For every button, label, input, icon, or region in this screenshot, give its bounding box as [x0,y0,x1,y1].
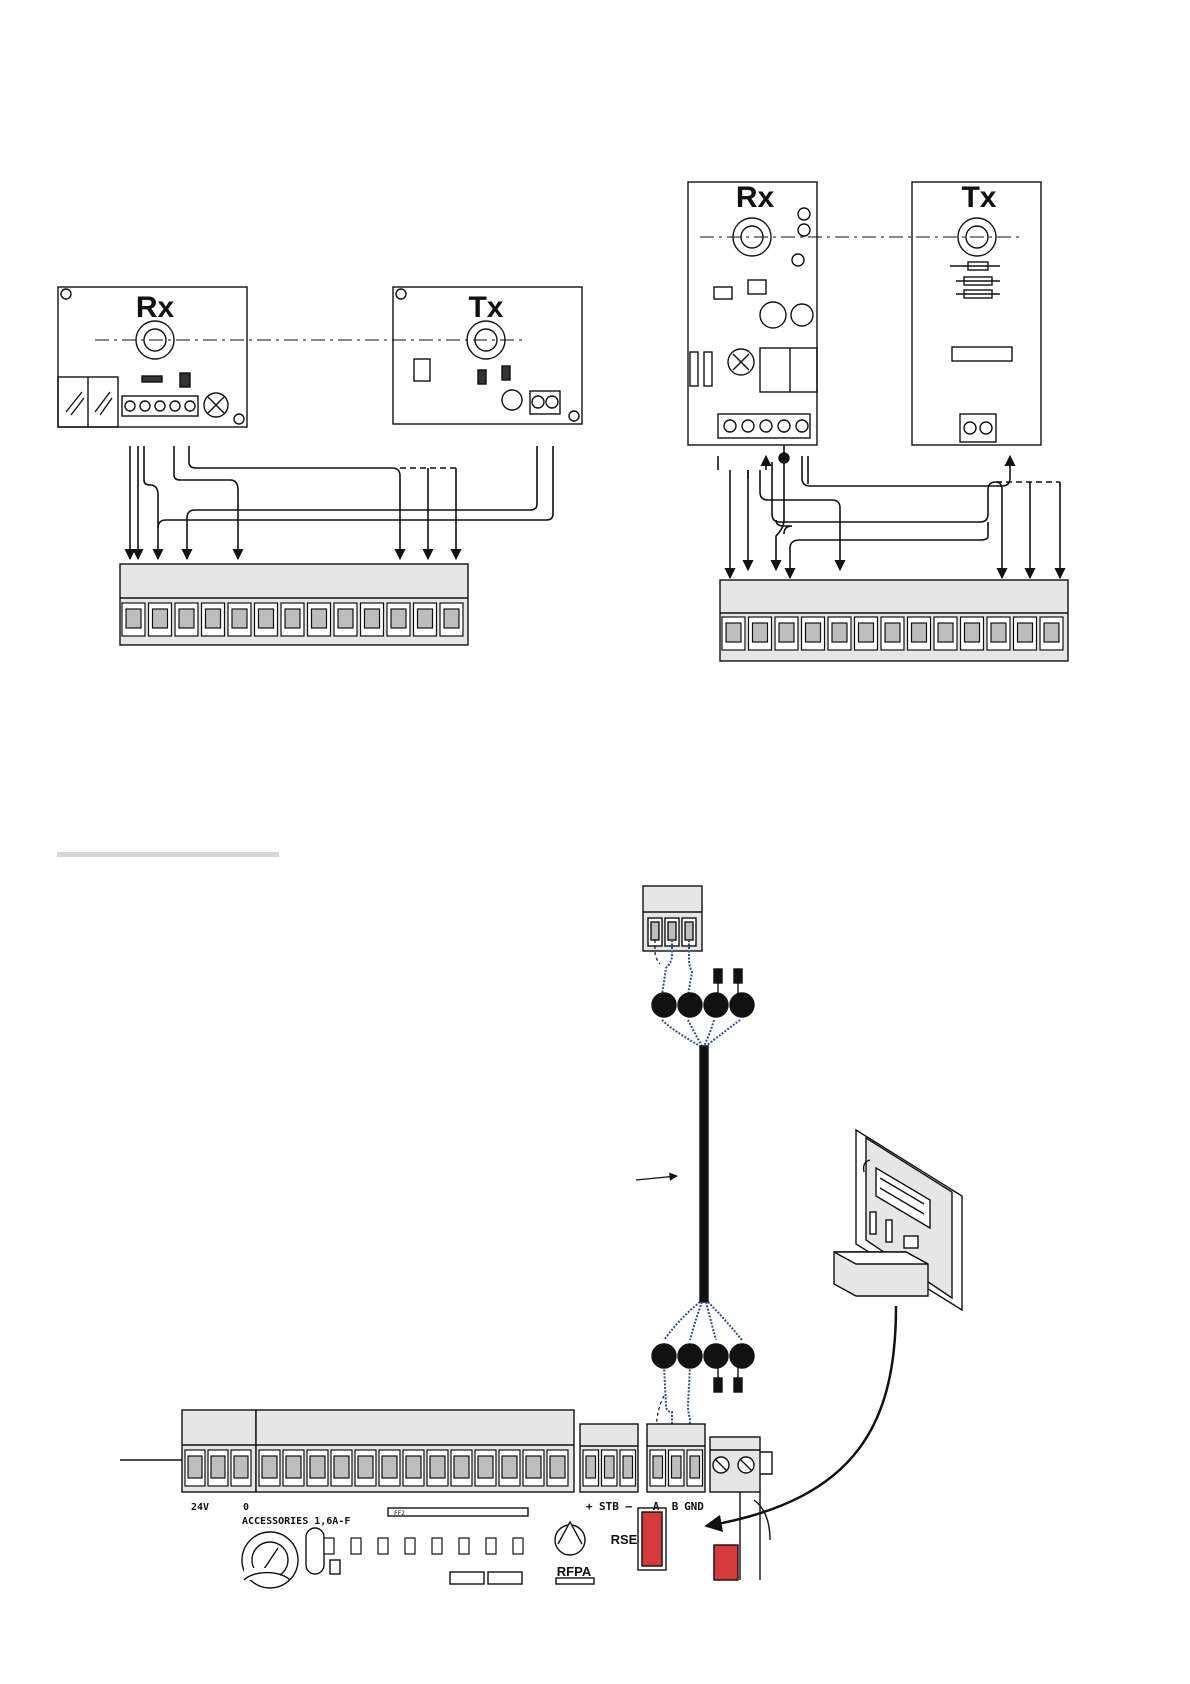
label-rfpa: RFPA [557,1564,592,1579]
board-component [378,1538,388,1554]
terminal-screw [365,609,380,628]
control-board-terminals [185,1450,703,1486]
section-divider [57,852,279,857]
terminal-screw [285,609,300,628]
label-accessories: ACCESSORIES 1,6A-F [242,1516,350,1527]
terminal-screw [454,1456,469,1478]
tx-label-right: Tx [961,181,996,214]
terminal-screw [912,623,927,642]
terminal-screw [262,1456,277,1478]
photocell-diagram-left [58,287,582,645]
terminal-screw [653,1456,663,1478]
board-component [486,1538,496,1554]
terminal-screw [938,623,953,642]
rx-label-left: Rx [136,291,175,324]
wires-left [130,446,553,559]
terminal-screw [623,1456,633,1478]
terminal-screw [126,609,141,628]
terminal-screw [310,1456,325,1478]
terminal-screw [334,1456,349,1478]
label-a: A [653,1500,660,1513]
label-gnd: GND [684,1500,704,1513]
tx-board-right [912,182,1041,445]
terminal-screw [232,609,247,628]
label-0: 0 [243,1502,249,1513]
terminal-screw [312,609,327,628]
board-component [459,1538,469,1554]
terminal-screw [153,609,168,628]
terminal-screw [211,1456,225,1478]
terminal-screw [672,1456,682,1478]
terminal-screw [806,623,821,642]
terminal-screw [188,1456,202,1478]
terminal-screw [1044,623,1059,642]
terminal-screw [605,1456,615,1478]
wires-right [718,445,1060,578]
terminal-screw [1018,623,1033,642]
label-b: B [672,1500,679,1513]
terminal-screw [550,1456,565,1478]
label-stb: + STB – [586,1500,633,1513]
board-component [432,1538,442,1554]
label-24v: 24V [191,1502,209,1513]
label-rse: RSE [611,1532,638,1547]
photocell-diagram-right [688,182,1068,661]
lower-wire-fan [664,1302,742,1436]
terminal-screw [832,623,847,642]
terminal-screw [418,609,433,628]
terminal-screw [430,1456,445,1478]
terminal-screw [502,1456,517,1478]
terminal-screw [478,1456,493,1478]
board-component [405,1538,415,1554]
terminal-screw [586,1456,596,1478]
terminal-screw [358,1456,373,1478]
terminal-screw [206,609,221,628]
control-board-components [324,1538,523,1554]
terminal-screw [406,1456,421,1478]
terminal-screw [726,623,741,642]
module-insert-arrow [706,1306,896,1526]
terminal-screw [991,623,1006,642]
terminal-screw [382,1456,397,1478]
rse-module-card [834,1130,962,1310]
terminal-screw [391,609,406,628]
terminal-screw [526,1456,541,1478]
terminal-screw [259,609,274,628]
rs485-cable [700,1046,708,1302]
terminal-screw [444,609,459,628]
rx-label-right: Rx [736,181,775,214]
label-fuse-small: FF2 [394,1510,405,1517]
control-board [120,1410,772,1588]
terminal-screw [234,1456,248,1478]
cable-pointer-arrow [636,1176,677,1180]
upper-wire-fan [662,940,740,1046]
board-component [513,1538,523,1554]
terminal-screw [179,609,194,628]
terminal-screw [779,623,794,642]
terminal-screw [859,623,874,642]
board-component [351,1538,361,1554]
tx-label-left: Tx [468,291,503,324]
board-component [324,1538,334,1554]
terminal-screw [338,609,353,628]
terminal-screw [965,623,980,642]
terminal-screw [286,1456,301,1478]
terminal-screw [690,1456,700,1478]
rx-board-right [688,182,817,445]
terminal-screw [885,623,900,642]
terminal-screw [753,623,768,642]
